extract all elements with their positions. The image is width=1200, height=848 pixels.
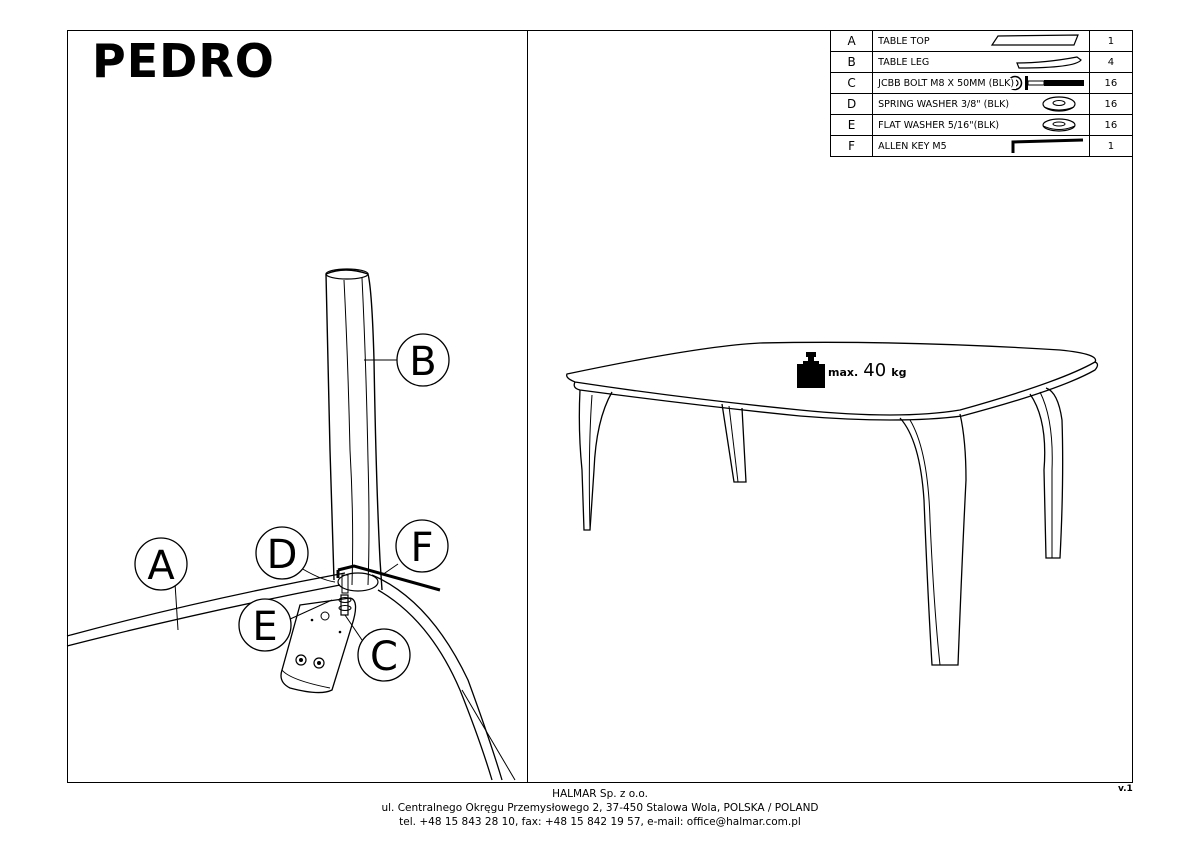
table-top-icon — [990, 34, 1079, 46]
product-title: PEDRO — [92, 34, 275, 88]
part-letter: F — [829, 135, 874, 157]
footer-address: ul. Centralnego Okręgu Przemysłowego 2, … — [381, 802, 819, 814]
callout-d: D — [267, 532, 298, 578]
flat-washer-icon — [1042, 118, 1076, 132]
part-description: ALLEN KEY M5 — [878, 140, 949, 152]
panel-divider — [527, 30, 528, 783]
part-description: FLAT WASHER 5/16"(BLK) — [878, 119, 1002, 131]
part-description: JCBB BOLT M8 X 50MM (BLK) — [878, 77, 1017, 89]
allen-key-icon — [1011, 138, 1083, 153]
part-description: TABLE LEG — [878, 56, 932, 68]
part-description: SPRING WASHER 3/8" (BLK) — [878, 98, 1012, 110]
callout-f: F — [410, 525, 433, 571]
weight-icon — [797, 352, 825, 388]
callout-e: E — [252, 604, 277, 650]
version-label: v.1 — [1118, 784, 1133, 794]
max-load-prefix: max. — [828, 366, 859, 379]
max-load-value: 40 — [863, 360, 887, 381]
footer-company: HALMAR Sp. z o.o. — [552, 788, 648, 800]
callout-b: B — [409, 339, 436, 385]
part-qty: 1 — [1088, 135, 1134, 157]
max-load-unit: kg — [891, 366, 907, 379]
spring-washer-icon — [1042, 96, 1076, 112]
table-row: D SPRING WASHER 3/8" (BLK) 16 — [829, 93, 1134, 115]
callout-c: C — [370, 634, 398, 680]
table-row: C JCBB BOLT M8 X 50MM (BLK) 16 — [829, 72, 1134, 94]
table-leg-icon — [1015, 56, 1082, 69]
parts-table: A TABLE TOP 1 B TABLE LEG 4 C JCBB BOLT … — [829, 30, 1134, 157]
company-footer: HALMAR Sp. z o.o. ul. Centralnego Okręgu… — [0, 787, 1200, 829]
table-row: F ALLEN KEY M5 1 — [829, 135, 1134, 157]
max-load-label: max. 40 kg — [828, 360, 906, 381]
callout-a: A — [147, 543, 175, 589]
footer-contact: tel. +48 15 843 28 10, fax: +48 15 842 1… — [399, 816, 801, 828]
page-frame — [67, 30, 1133, 783]
part-description: TABLE TOP — [878, 35, 932, 47]
